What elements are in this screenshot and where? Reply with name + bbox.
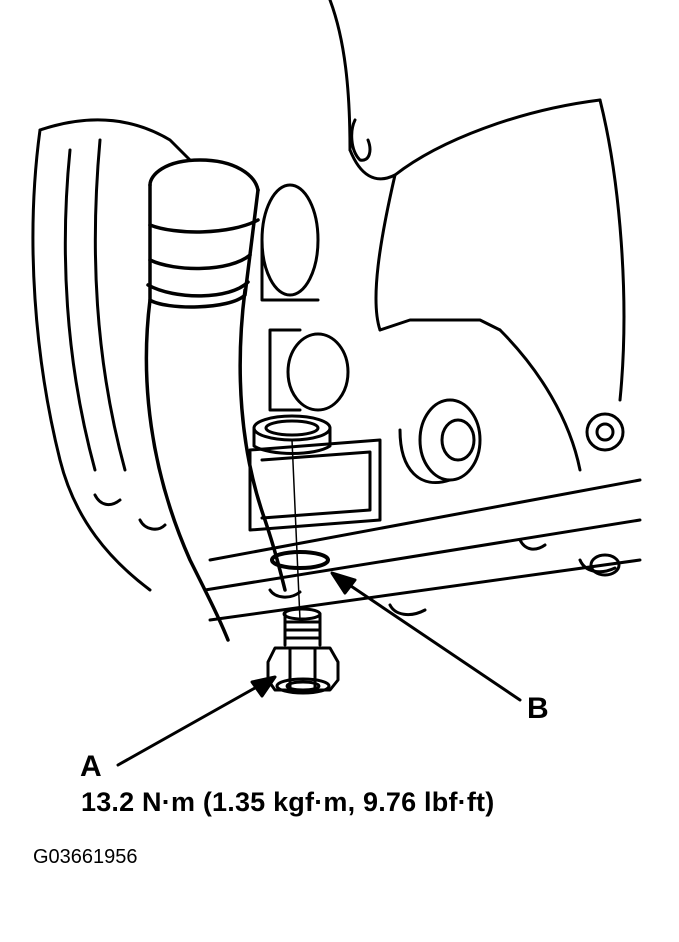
figure-code: G03661956 <box>33 846 138 868</box>
torque-specification: 13.2 N·m (1.35 kgf·m, 9.76 lbf·ft) <box>81 787 495 817</box>
oil-pan <box>93 438 642 622</box>
housing-bosses <box>260 183 625 484</box>
cooler-hose <box>144 158 287 642</box>
leader-a <box>116 675 277 767</box>
drain-bolt <box>266 607 340 695</box>
callout-label-a: A <box>80 750 102 783</box>
sealing-washer <box>270 550 330 570</box>
alignment-line <box>291 439 301 621</box>
transmission-housing <box>31 0 626 592</box>
callout-label-b: B <box>527 692 549 725</box>
leader-b <box>330 571 522 702</box>
